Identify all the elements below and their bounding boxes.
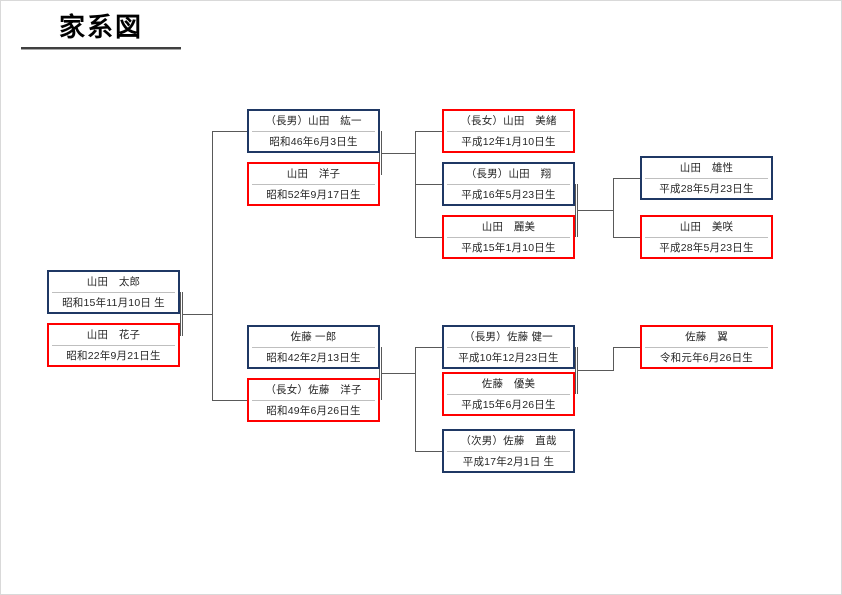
person-divider — [447, 450, 570, 452]
person-birthdate: 平成17年2月1日 生 — [462, 455, 555, 468]
person-box-yamada-mio[interactable]: （長女）山田 美緒平成12年1月10日生 — [442, 109, 575, 153]
connector-to-tsubasa — [613, 347, 641, 348]
connector-kenichi-couple-v — [575, 347, 576, 394]
person-name: 山田 花子 — [86, 329, 141, 342]
person-divider — [645, 177, 768, 179]
person-divider — [252, 346, 375, 348]
person-divider — [252, 130, 375, 132]
person-birthdate: 昭和46年6月3日生 — [269, 135, 358, 148]
person-birthdate: 平成28年5月23日生 — [659, 182, 754, 195]
person-divider — [447, 183, 570, 185]
person-box-yamada-koichi[interactable]: （長男）山田 紘一昭和46年6月3日生 — [247, 109, 380, 153]
person-name: （次男）佐藤 直哉 — [460, 435, 557, 448]
person-divider — [447, 393, 570, 395]
person-birthdate: 平成12年1月10日生 — [461, 135, 556, 148]
connector-sho-to-children — [577, 210, 613, 211]
person-birthdate: 平成16年5月23日生 — [461, 188, 556, 201]
connector-trunk-to-sato-yoko — [212, 400, 248, 401]
connector-to-sho — [415, 184, 443, 185]
person-name: 佐藤 翼 — [685, 331, 728, 344]
connector-to-naoya — [415, 451, 443, 452]
person-name: 山田 洋子 — [286, 168, 341, 181]
person-divider — [447, 346, 570, 348]
person-divider — [52, 291, 175, 293]
connector-koichi-to-children — [381, 153, 415, 154]
connector-sato-couple-v — [379, 347, 380, 400]
person-birthdate: 昭和15年11月10日 生 — [62, 296, 165, 309]
person-name: （長男）山田 紘一 — [265, 115, 362, 128]
person-name: （長女）佐藤 洋子 — [265, 384, 362, 397]
person-divider — [645, 236, 768, 238]
person-birthdate: 昭和52年9月17日生 — [266, 188, 361, 201]
person-divider — [447, 130, 570, 132]
connector-trunk-to-koichi — [212, 131, 248, 132]
person-box-yamada-hanako[interactable]: 山田 花子昭和22年9月21日生 — [47, 323, 180, 367]
person-birthdate: 平成28年5月23日生 — [659, 241, 754, 254]
person-name: 山田 美咲 — [679, 221, 734, 234]
connector-kenichi-to-child — [577, 370, 613, 371]
person-box-sato-yoko[interactable]: （長女）佐藤 洋子昭和49年6月26日生 — [247, 378, 380, 422]
person-name: 佐藤 優美 — [481, 378, 536, 391]
person-name: 山田 太郎 — [86, 276, 141, 289]
connector-sato-to-children — [381, 373, 415, 374]
connector-root-couple-v — [180, 292, 181, 336]
connector-sato-children-trunk — [415, 347, 416, 451]
person-box-yamada-taro[interactable]: 山田 太郎昭和15年11月10日 生 — [47, 270, 180, 314]
person-box-yamada-reimi[interactable]: 山田 麗美平成15年1月10日生 — [442, 215, 575, 259]
person-name: 山田 麗美 — [481, 221, 536, 234]
person-name: 山田 雄性 — [679, 162, 734, 175]
person-box-yamada-yoko[interactable]: 山田 洋子昭和52年9月17日生 — [247, 162, 380, 206]
connector-to-kenichi — [415, 347, 443, 348]
person-box-sato-yumi[interactable]: 佐藤 優美平成15年6月26日生 — [442, 372, 575, 416]
person-box-sato-kenichi[interactable]: （長男）佐藤 健一平成10年12月23日生 — [442, 325, 575, 369]
person-birthdate: 令和元年6月26日生 — [659, 351, 754, 364]
person-box-yamada-misaki[interactable]: 山田 美咲平成28年5月23日生 — [640, 215, 773, 259]
page-title: 家系図 — [59, 12, 144, 42]
person-birthdate: 平成10年12月23日生 — [458, 351, 559, 364]
person-name: 佐藤 一郎 — [290, 331, 337, 344]
person-box-yamada-sho[interactable]: （長男）山田 翔平成16年5月23日生 — [442, 162, 575, 206]
person-birthdate: 昭和49年6月26日生 — [266, 404, 361, 417]
title-underline — [21, 47, 181, 50]
person-name: （長男）佐藤 健一 — [464, 331, 553, 344]
title-block: 家系図 — [21, 9, 321, 50]
connector-sho-children-trunk — [613, 178, 614, 237]
person-name: （長女）山田 美緒 — [460, 115, 557, 128]
person-box-sato-naoya[interactable]: （次男）佐藤 直哉平成17年2月1日 生 — [442, 429, 575, 473]
connector-sho-couple-v — [575, 184, 576, 237]
person-divider — [645, 346, 768, 348]
person-box-yamada-yusei[interactable]: 山田 雄性平成28年5月23日生 — [640, 156, 773, 200]
person-birthdate: 平成15年1月10日生 — [461, 241, 556, 254]
person-birthdate: 平成15年6月26日生 — [461, 398, 556, 411]
connector-kenichi-child-trunk — [613, 347, 614, 371]
person-divider — [447, 236, 570, 238]
person-box-sato-ichiro[interactable]: 佐藤 一郎昭和42年2月13日生 — [247, 325, 380, 369]
person-birthdate: 昭和22年9月21日生 — [66, 349, 161, 362]
person-birthdate: 昭和42年2月13日生 — [266, 351, 361, 364]
connector-to-misaki — [613, 237, 641, 238]
person-name: （長男）山田 翔 — [465, 168, 552, 181]
connector-root-to-trunk — [182, 314, 213, 315]
connector-to-mio — [415, 131, 443, 132]
connector-koichi-couple-v — [379, 131, 380, 175]
person-divider — [252, 183, 375, 185]
person-divider — [252, 399, 375, 401]
person-divider — [52, 344, 175, 346]
person-box-sato-tsubasa[interactable]: 佐藤 翼令和元年6月26日生 — [640, 325, 773, 369]
connector-main-trunk — [212, 131, 213, 401]
connector-to-reimi — [415, 237, 443, 238]
connector-to-yusei — [613, 178, 641, 179]
